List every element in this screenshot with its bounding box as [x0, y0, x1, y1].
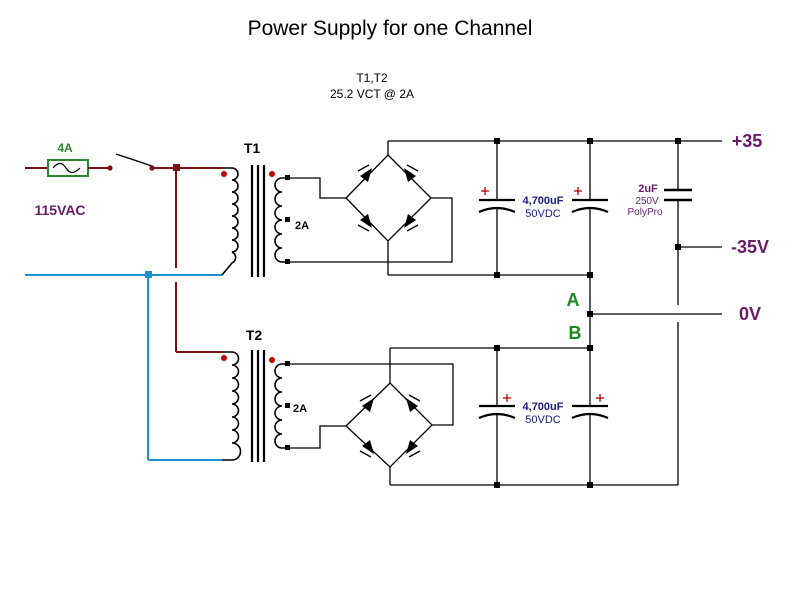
fuse-element [52, 162, 81, 174]
capacitor-c4 [571, 348, 609, 485]
t2-center-tap [285, 403, 290, 408]
bridge-right-return-wire [388, 197, 453, 263]
diode-u4 [404, 214, 419, 232]
junction-dot [675, 244, 681, 250]
t1-sec-bottom-terminal [285, 259, 290, 264]
diode-l4 [406, 440, 421, 458]
positive-output-label: +35 [732, 131, 763, 151]
t2-sec-top-terminal [285, 361, 290, 366]
hot-junction [173, 164, 180, 171]
t2-to-bridge-left-wire [288, 425, 346, 449]
switch-contact-left [107, 165, 113, 171]
t1-center-tap [285, 217, 290, 222]
t2-secondary-dot [269, 357, 275, 363]
diode-u3 [357, 214, 372, 232]
mains-input: 4A 115VAC [25, 141, 108, 218]
junction-dot [675, 138, 681, 144]
hot-primary-wiring [154, 164, 222, 353]
input-voltage-label: 115VAC [34, 202, 85, 218]
t1-secondary-dot [269, 171, 275, 177]
transformer-spec-line2: 25.2 VCT @ 2A [330, 87, 414, 101]
neutral-primary-wiring [25, 271, 222, 461]
zero-volt-output-label: 0V [739, 304, 761, 324]
capacitor-c3 [478, 348, 516, 485]
negative-output-label: -35V [731, 237, 769, 257]
film-cap-type-label: PolyPro [627, 207, 662, 218]
switch-lever [115, 153, 153, 167]
t1-secondary-winding [274, 177, 288, 263]
capacitor-film [664, 188, 692, 202]
transformer-t2: T2 2A [221, 327, 307, 462]
bridge-rectifier-upper [288, 141, 453, 275]
junction-dot [587, 311, 593, 317]
diode-l2 [406, 394, 421, 412]
power-switch [107, 153, 155, 171]
c-upper-value-label: 4,700uF [523, 195, 564, 207]
t1-to-bridge-left-wire [288, 177, 346, 199]
c-upper-rating-label: 50VDC [525, 208, 561, 220]
capacitor-c1 [478, 141, 516, 275]
transformer-t1: T1 2A [221, 140, 309, 277]
t2-sec-bottom-terminal [285, 445, 290, 450]
switch-contact-right [149, 165, 155, 171]
t1-secondary-label: 2A [295, 220, 309, 232]
bridge-diamond-lower [345, 382, 433, 468]
t2-label: T2 [246, 327, 263, 343]
t1-primary-winding [221, 167, 239, 276]
diode-u2 [404, 164, 419, 182]
t2-phase-dot [221, 355, 227, 361]
diode-u1 [357, 164, 372, 182]
diode-l3 [359, 440, 374, 458]
t2-to-bridge-right-wire [288, 363, 454, 426]
film-cap-value-label: 2uF [638, 183, 658, 195]
neutral-junction [145, 271, 152, 278]
t2-secondary-label: 2A [293, 403, 307, 415]
c-lower-value-label: 4,700uF [523, 401, 564, 413]
diagram-title: Power Supply for one Channel [248, 17, 533, 40]
t1-phase-dot [221, 171, 227, 177]
node-b-label: B [569, 323, 582, 343]
diode-l1 [359, 394, 374, 412]
t2-secondary-winding [274, 363, 288, 449]
t1-label: T1 [244, 140, 261, 156]
fuse-label: 4A [57, 141, 73, 155]
c-lower-rating-label: 50VDC [525, 414, 561, 426]
t1-sec-top-terminal [285, 175, 290, 180]
bridge-diamond [345, 154, 432, 242]
bridge-rectifier-lower [288, 348, 454, 485]
node-a-label: A [567, 290, 580, 310]
fuse-symbol [47, 159, 89, 177]
film-cap-rating-label: 250V [635, 196, 659, 207]
transformer-spec-line1: T1,T2 [356, 71, 388, 85]
capacitor-c2 [571, 141, 609, 275]
t2-primary-winding [222, 351, 242, 461]
